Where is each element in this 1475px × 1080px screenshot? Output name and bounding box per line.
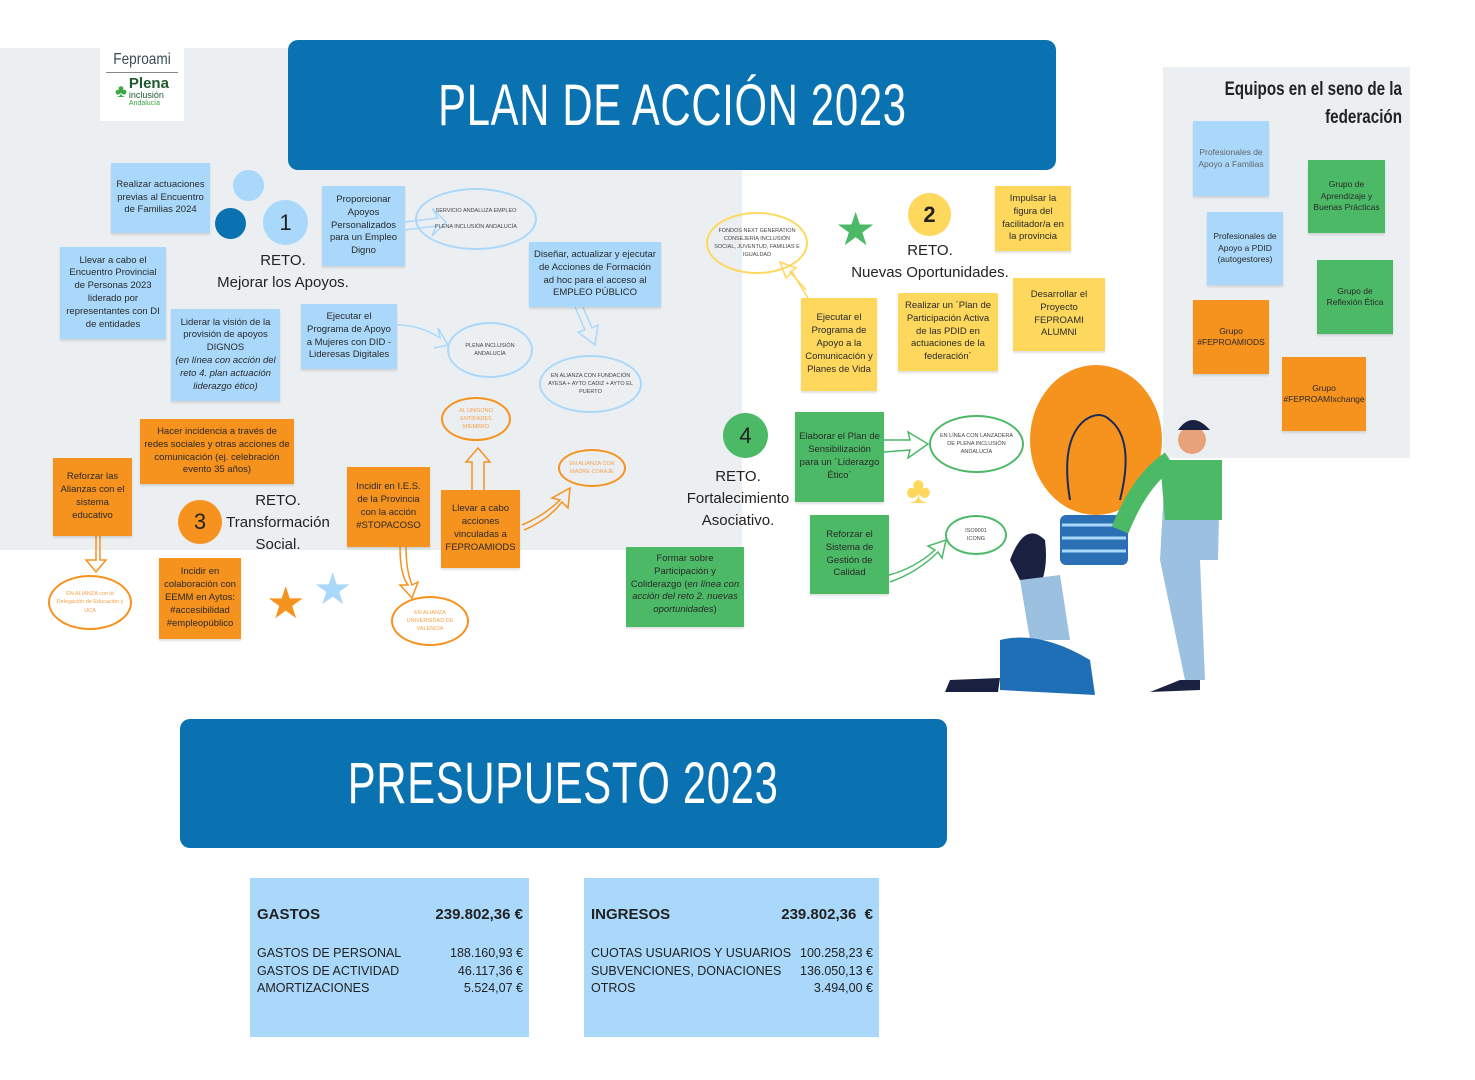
star-icon: ★ bbox=[313, 565, 353, 614]
gastos-label: GASTOS bbox=[257, 906, 321, 923]
team-note: Grupo de Aprendizaje y Buenas Prácticas bbox=[1308, 160, 1385, 233]
reto1-note: Proporcionar Apoyos Personalizados para … bbox=[322, 186, 405, 266]
reto2-note: Desarrollar el Proyecto FEPROAMI ALUMNI bbox=[1013, 278, 1105, 351]
gastos-box: GASTOS 239.802,36 € GASTOS DE PERSONAL 188… bbox=[250, 878, 529, 1037]
row-label: SUBVENCIONES, DONACIONES bbox=[591, 963, 782, 978]
note-text: Formar sobre Participación y Coliderazgo… bbox=[630, 553, 716, 590]
note-italic-text: en línea con acción del reto 2. nuevas o… bbox=[632, 578, 740, 616]
reto1-note: Liderar la visión de la provisión de apo… bbox=[171, 309, 280, 401]
row-value: 100.258,23 € bbox=[800, 946, 873, 960]
logo: Feproami ♣ Plena inclusión Andalucía bbox=[100, 47, 184, 121]
partner-bubble: FONDOS NEXT GENERATION CONSEJERÍA INCLUS… bbox=[706, 212, 808, 274]
reto4-note: Elaborar el Plan de Sensibilización para… bbox=[795, 412, 884, 502]
note-text: ) bbox=[713, 604, 717, 616]
team-note: Profesionales de Apoyo a Familias bbox=[1193, 121, 1269, 196]
reto1-note: Diseñar, actualizar y ejecutar de Accion… bbox=[529, 242, 661, 307]
plan-title-banner: PLAN DE ACCIÓN 2023 bbox=[288, 40, 1056, 170]
team-note: Grupo de Reflexión Ética bbox=[1317, 260, 1393, 334]
reto3-note: Incidir en colaboración con EEMM en Ayto… bbox=[159, 558, 241, 639]
reto1-number: 1 bbox=[263, 200, 308, 245]
partner-bubble: EN ALIANZA CON MADRE CORAJE bbox=[558, 449, 626, 487]
row-label: GASTOS DE ACTIVIDAD bbox=[257, 963, 400, 978]
row-label: CUOTAS USUARIOS Y USUARIOS bbox=[591, 946, 792, 960]
row-value: 5.524,07 € bbox=[463, 981, 523, 995]
gastos-total: 239.802,36 € bbox=[435, 906, 523, 923]
reto2-note: Ejecutar el Programa de Apoyo a la Comun… bbox=[801, 298, 877, 391]
ingresos-total: 239.802,36 € bbox=[781, 906, 873, 923]
reto4-note: Formar sobre Participación y Coliderazgo… bbox=[626, 547, 744, 627]
reto2-title: RETO. Nuevas Oportunidades. bbox=[851, 242, 1009, 281]
team-note: Grupo #FEPROAMIxchange bbox=[1282, 357, 1366, 431]
row-value: 46.117,36 € bbox=[457, 963, 523, 978]
teams-title: Equipos en el seno de la federación bbox=[1224, 79, 1402, 128]
reto3-note: Reforzar las Alianzas con el sistema edu… bbox=[53, 458, 132, 536]
team-note: Grupo #FEPROAMIODS bbox=[1193, 300, 1269, 374]
budget-row: CUOTAS USUARIOS Y USUARIOS 100.258,23 € bbox=[591, 945, 873, 963]
row-value: 188.160,93 € bbox=[450, 946, 523, 960]
reto3-note: Incidir en I.E.S. de la Provincia con la… bbox=[347, 467, 430, 547]
logo-org: Plena bbox=[128, 75, 169, 92]
partner-bubble: EN ALIANZA CON FUNDACIÓN AYESA + AYTO CA… bbox=[539, 355, 642, 413]
budget-row: GASTOS DE ACTIVIDAD 46.117,36 € bbox=[257, 963, 523, 981]
partner-bubble: EN LÍNEA CON LANZADERA DE PLENA INCLUSIÓ… bbox=[929, 415, 1024, 473]
partner-bubble: ISO9001 ICONG bbox=[945, 515, 1007, 555]
reto2-note: Impulsar la figura del facilitador/a en … bbox=[995, 186, 1071, 251]
partner-bubble: SERVICIO ANDALUZA EMPLEO PLENA INCLUSIÓN… bbox=[415, 188, 537, 250]
clover-icon: ♣ bbox=[906, 470, 931, 512]
note-italic-text: (en línea con acción del reto 4. plan ac… bbox=[175, 355, 276, 392]
reto1-note: Ejecutar el Programa de Apoyo a Mujeres … bbox=[301, 304, 397, 369]
logo-brand: Feproami bbox=[113, 51, 171, 68]
plan-title: PLAN DE ACCIÓN 2023 bbox=[437, 72, 907, 138]
row-label: GASTOS DE PERSONAL bbox=[257, 946, 402, 960]
reto1-note: Realizar actuaciones previas al Encuentr… bbox=[111, 163, 210, 233]
budget-title-banner: PRESUPUESTO 2023 bbox=[180, 719, 947, 848]
partner-bubble: PLENA INCLUSIÓN ANDALUCÍA bbox=[447, 322, 533, 378]
budget-title: PRESUPUESTO 2023 bbox=[348, 751, 779, 816]
row-value: 136.050,13 € bbox=[800, 963, 873, 978]
reto1-title: RETO. Mejorar los Apoyos. bbox=[217, 252, 349, 291]
reto4-title: RETO. Fortalecimiento Asociativo. bbox=[686, 468, 790, 529]
partner-bubble: EN ALIANZA con la Delegación de Educació… bbox=[48, 575, 132, 630]
row-label: AMORTIZACIONES bbox=[257, 981, 370, 995]
budget-row: AMORTIZACIONES 5.524,07 € bbox=[257, 980, 523, 998]
logo-org2: inclusión bbox=[128, 90, 164, 100]
clover-logo-icon: ♣ bbox=[115, 81, 127, 101]
reto4-note: Reforzar el Sistema de Gestión de Calida… bbox=[810, 515, 889, 594]
note-text: Liderar la visión de la provisión de apo… bbox=[180, 316, 271, 354]
partner-bubble: EN ALIANZA UNIVERSIDAD DE VALENCIA bbox=[391, 596, 469, 646]
logo-region: Andalucía bbox=[128, 100, 161, 107]
decor-dot-light bbox=[233, 170, 264, 201]
reto4-number: 4 bbox=[723, 413, 768, 458]
ingresos-label: INGRESOS bbox=[591, 906, 671, 923]
reto3-title: RETO. Transformación Social. bbox=[226, 492, 330, 553]
row-label: OTROS bbox=[591, 981, 636, 995]
reto3-number: 3 bbox=[178, 500, 222, 544]
reto1-note: Llevar a cabo el Encuentro Provincial de… bbox=[60, 247, 166, 339]
reto3-note: Llevar a cabo acciones vinculadas a FEPR… bbox=[441, 490, 520, 568]
budget-row: SUBVENCIONES, DONACIONES 136.050,13 € bbox=[591, 963, 873, 981]
budget-row: GASTOS DE PERSONAL 188.160,93 € bbox=[257, 945, 523, 963]
decor-dot-dark bbox=[215, 208, 246, 239]
budget-row: OTROS 3.494,00 € bbox=[591, 980, 873, 998]
reto3-note: Hacer incidencia a través de redes socia… bbox=[140, 419, 294, 484]
ingresos-box: INGRESOS 239.802,36 € CUOTAS USUARIOS Y U… bbox=[584, 878, 879, 1037]
row-value: 3.494,00 € bbox=[813, 981, 873, 995]
reto2-number: 2 bbox=[908, 193, 951, 236]
team-note: Profesionales de Apoyo a PDID (autogesto… bbox=[1207, 212, 1283, 285]
partner-bubble: AL UNÍSONO ENTIDADES MIEMBRO bbox=[441, 397, 511, 441]
star-icon: ★ bbox=[266, 579, 306, 628]
star-icon: ★ bbox=[835, 203, 877, 255]
reto2-note: Realizar un ´Plan de Participación Activ… bbox=[898, 293, 998, 371]
